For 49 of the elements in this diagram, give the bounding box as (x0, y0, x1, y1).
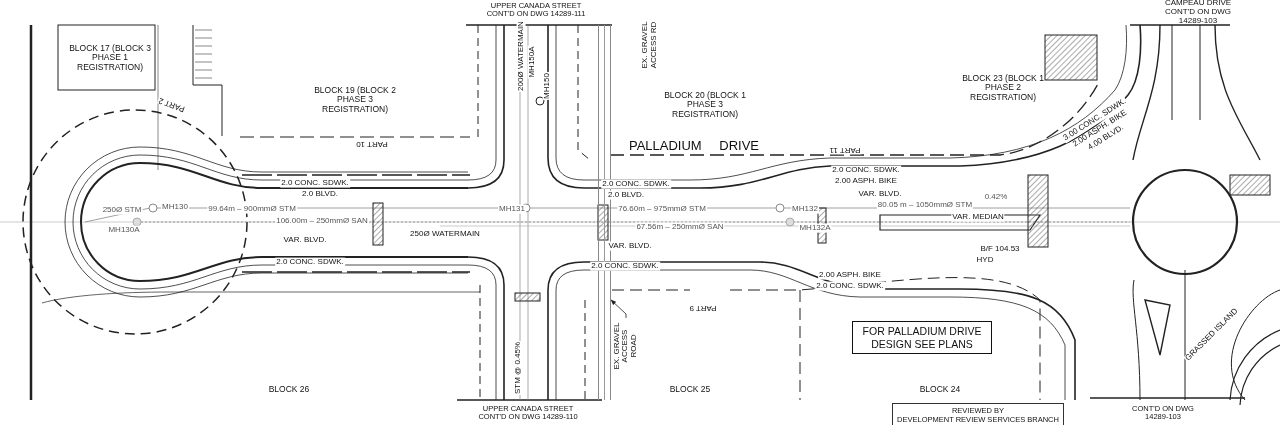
area-label: 106.00m – 250mmØ SAN (275, 216, 369, 226)
area-label: BLOCK 24 (918, 385, 962, 395)
area-label: BLOCK 23 (BLOCK 1 PHASE 2 REGISTRATION) (961, 74, 1045, 102)
area-label: 250Ø WATERMAIN (409, 229, 481, 239)
area-label: 80.05 m – 1050mmØ STM (876, 200, 974, 210)
note-text: FOR PALLADIUM DRIVE DESIGN SEE PLANS (861, 325, 983, 351)
area-label: HYD (975, 255, 995, 265)
area-label: B/F 104.53 (979, 244, 1021, 254)
area-label: BLOCK 26 (267, 385, 311, 395)
area-label: PART 9 (688, 303, 718, 313)
area-label: BLOCK 17 (BLOCK 3 PHASE 1 REGISTRATION) (68, 44, 152, 72)
area-label: CAMPEAU DRIVE CONT'D ON DWG 14289-103 (1163, 0, 1233, 26)
area-label: MH131 (498, 204, 526, 214)
area-label: 2.0 CONC. SDWK. (601, 179, 671, 189)
area-label: MH130 (161, 202, 189, 212)
area-label: MH150A (527, 45, 537, 79)
area-label: EX. GRAVEL ACCESS RD (641, 18, 659, 72)
area-label: BLOCK 19 (BLOCK 2 PHASE 3 REGISTRATION) (313, 86, 397, 114)
area-label: BLOCK 25 (668, 385, 712, 395)
area-label: 200Ø WATERMAIN (516, 20, 526, 92)
area-label: PART 11 (828, 145, 862, 155)
area-label: STM @ 0.45% (513, 340, 523, 396)
area-label: 2.0 BLVD. (301, 189, 339, 199)
area-label: PART 10 (355, 139, 389, 149)
area-label: 2.0 BLVD. (607, 190, 645, 200)
area-label: 2.00 ASPH. BIKE (834, 176, 898, 186)
area-label: VAR. BLVD. (282, 235, 328, 245)
area-label: MH130A (107, 225, 141, 235)
area-label: BLOCK 20 (BLOCK 1 PHASE 3 REGISTRATION) (663, 91, 747, 119)
area-label: VAR. MEDIAN (951, 212, 1005, 222)
area-label: VAR. BLVD. (857, 189, 903, 199)
area-label: MH150 (542, 72, 552, 100)
area-label: 67.56m – 250mmØ SAN (635, 222, 725, 232)
area-label: 2.0 CONC. SDWK. (831, 165, 901, 175)
area-label: 2.0 CONC. SDWK. (815, 281, 885, 291)
area-label: 2.0 CONC. SDWK. (275, 257, 345, 267)
area-label: 2.00 ASPH. BIKE (818, 270, 882, 280)
area-label: 2.0 CONC. SDWK. (280, 178, 350, 188)
area-label: 0.42% (983, 192, 1009, 202)
area-label: 76.60m – 975mmØ STM (617, 204, 707, 214)
area-label: 2.0 CONC. SDWK. (590, 261, 660, 271)
review-stamp-box (892, 403, 1064, 425)
area-label: MH132 (791, 204, 819, 214)
area-label: VAR. BLVD. (607, 241, 653, 251)
note-box (852, 321, 992, 355)
area-label: 250Ø STM (101, 205, 143, 215)
road-label: EX. GRAVEL ACCESS ROAD (613, 321, 639, 372)
area-label: MH132A (798, 223, 832, 233)
area-label: 99.64m – 900mmØ STM (207, 204, 297, 214)
